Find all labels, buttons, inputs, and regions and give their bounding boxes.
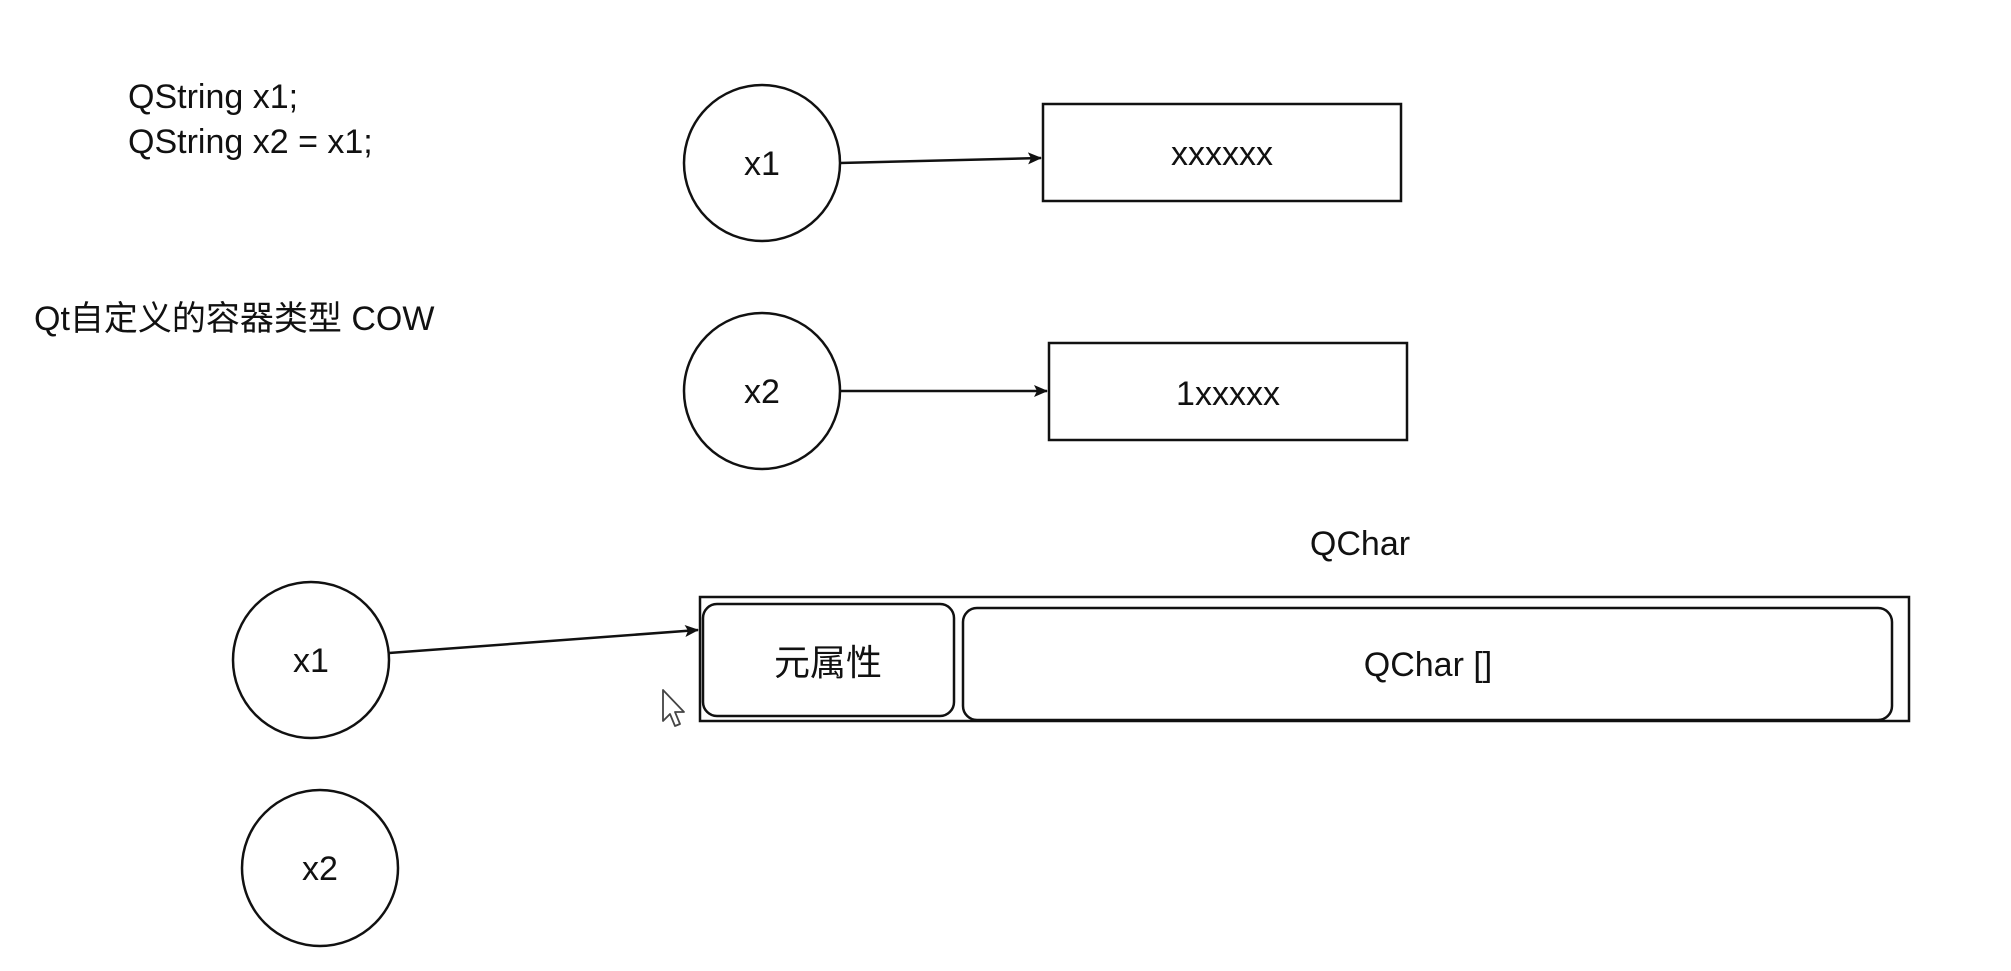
bottom-x2-node: x2 (240, 788, 400, 948)
meta-cell (701, 602, 956, 718)
code-line-1: QString x1; (128, 78, 298, 116)
cow-caption: Qt自定义的容器类型 COW (34, 300, 434, 338)
top-x2-node: x2 (682, 311, 842, 471)
top-x1-label: x1 (744, 145, 780, 183)
array-cell-label: QChar [] (1364, 646, 1492, 684)
top-x2-label: x2 (744, 373, 780, 411)
top-value1-box: xxxxxx (1041, 102, 1403, 203)
qchar-container: 元属性 QChar [] (698, 595, 1911, 723)
meta-cell-label: 元属性 (774, 642, 882, 683)
qchar-container-title: QChar (1310, 525, 1410, 563)
top-x1-node: x1 (682, 83, 842, 243)
top-x1-arrow (839, 152, 1042, 165)
bottom-x2-label: x2 (302, 850, 338, 888)
array-cell (961, 606, 1894, 722)
top-value1-label: xxxxxx (1171, 135, 1273, 173)
bottom-x2-circle (240, 788, 400, 948)
top-value2-box: 1xxxxx (1047, 341, 1409, 442)
bottom-x1-arrow (388, 624, 699, 655)
top-value2-rect (1047, 341, 1409, 442)
bottom-x1-label: x1 (293, 642, 329, 680)
top-value2-label: 1xxxxx (1176, 375, 1280, 413)
bottom-x1-circle (231, 580, 391, 740)
code-line-2: QString x2 = x1; (128, 123, 373, 161)
top-value1-rect (1041, 102, 1403, 203)
mouse-cursor-icon (662, 689, 685, 727)
bottom-x1-node: x1 (231, 580, 391, 740)
